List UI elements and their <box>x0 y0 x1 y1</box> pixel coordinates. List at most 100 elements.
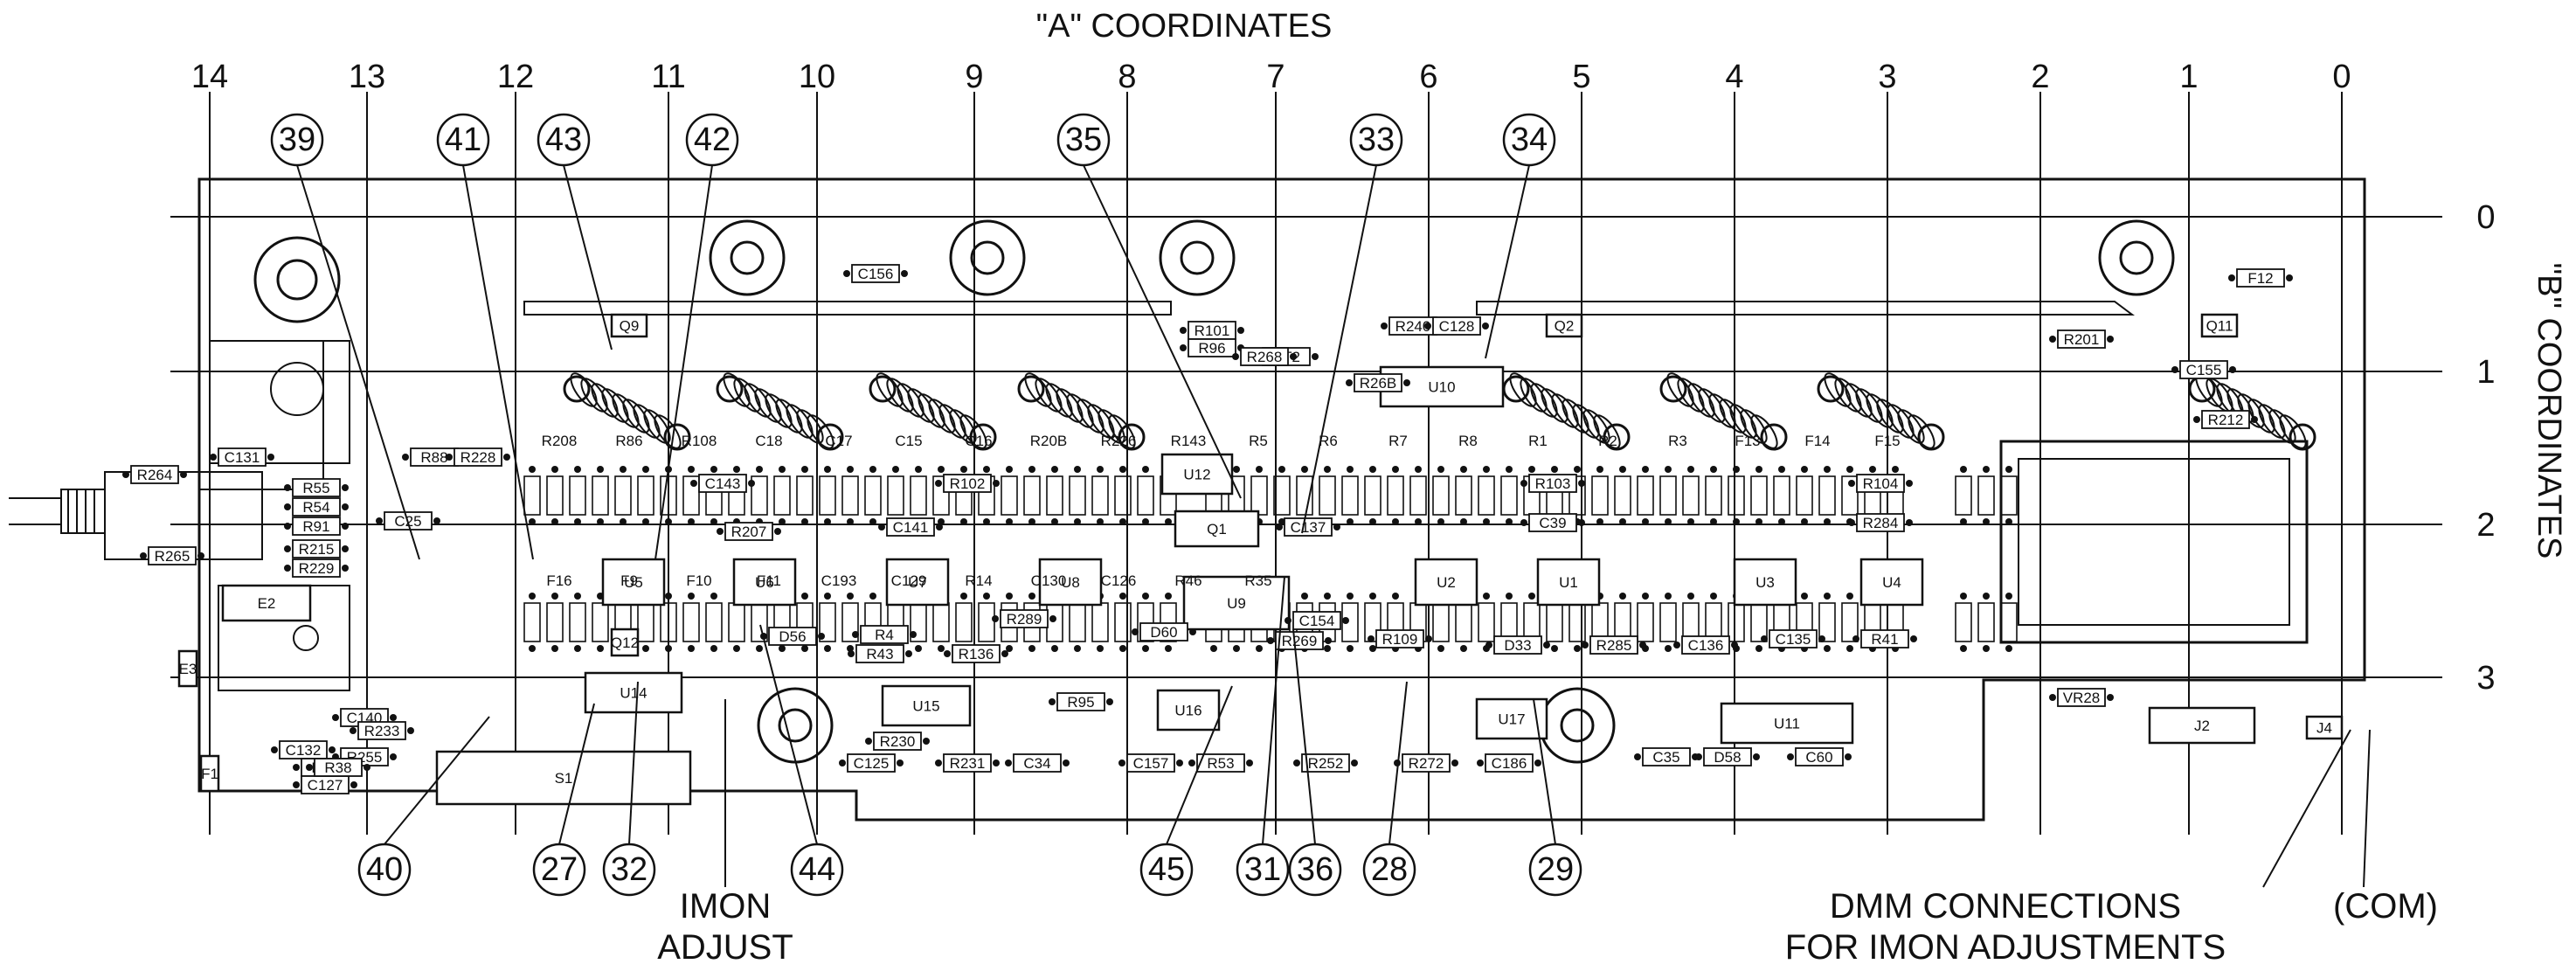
coil-resistor <box>1502 372 1631 451</box>
component-label: C154 <box>1299 613 1335 629</box>
component-label: R88 <box>420 449 447 466</box>
ic-label: U2 <box>1437 574 1456 591</box>
dmm-caption-line1: DMM CONNECTIONS <box>1830 887 2181 926</box>
ic-footprint: J4 <box>2305 715 2344 740</box>
passive-component: R272 <box>1394 753 1458 773</box>
passive-component: C157 <box>1118 753 1183 773</box>
component-label: R272 <box>1409 755 1444 772</box>
svg-text:36: 36 <box>1297 851 1333 888</box>
passive-component: C143 <box>690 474 755 493</box>
passive-component: R240 <box>1381 316 1445 336</box>
component-label: R208 <box>542 433 578 449</box>
callout: 42 <box>654 113 739 560</box>
component-label: R38 <box>324 759 351 776</box>
component-label: R102 <box>950 475 986 492</box>
component-label: R41 <box>1871 631 1898 648</box>
ic-label: E3 <box>179 661 197 677</box>
a-coordinate-label: 0 <box>2332 59 2351 95</box>
svg-text:35: 35 <box>1065 121 1102 158</box>
passive-component: C154 <box>1285 611 1349 630</box>
b-coordinate-label: 3 <box>2476 660 2495 697</box>
passive-component: D60 <box>1132 622 1196 642</box>
component-label: C35 <box>1652 749 1679 766</box>
component-label: D56 <box>779 628 806 645</box>
ic-footprint: U4 <box>1859 558 1924 607</box>
component-label: R143 <box>1171 433 1207 449</box>
imon-adjust-caption-line1: IMON <box>680 887 771 926</box>
svg-text:45: 45 <box>1148 851 1185 888</box>
component-label: C128 <box>1439 318 1475 335</box>
b-coordinate-label: 0 <box>2476 199 2495 236</box>
passive-component: R229 <box>284 558 349 578</box>
ic-footprint: U14 <box>584 671 683 714</box>
component-label: R96 <box>1198 340 1225 357</box>
callout: 33 <box>1301 113 1403 534</box>
component-label: R104 <box>1863 475 1899 492</box>
component-label: R240 <box>1395 318 1431 335</box>
component-label: C193 <box>821 572 857 589</box>
component-label: R226 <box>1101 433 1137 449</box>
component-label: R136 <box>959 646 994 662</box>
passive-component: R285 <box>1582 635 1646 655</box>
svg-text:39: 39 <box>279 121 315 158</box>
component-label: R231 <box>950 755 986 772</box>
passive-component: R103 <box>1520 474 1585 493</box>
callout: 29 <box>1528 698 1582 897</box>
a-coordinate-label: 10 <box>799 59 835 95</box>
a-coordinate-label: 7 <box>1266 59 1285 95</box>
component-label: C186 <box>1492 755 1527 772</box>
component-label: R5 <box>1249 433 1268 449</box>
component-label: R201 <box>2064 331 2100 348</box>
imon-adjust-caption-line2: ADJUST <box>657 928 793 967</box>
component-label: R95 <box>1067 694 1094 711</box>
component-label: C126 <box>1101 572 1137 589</box>
b-coordinate-label: 2 <box>2476 507 2495 544</box>
ic-label: U8 <box>1061 574 1080 591</box>
callout: 35 <box>1056 113 1242 499</box>
ic-label: U9 <box>1227 595 1246 612</box>
component-label: R103 <box>1535 475 1571 492</box>
component-label: C129 <box>891 572 927 589</box>
ic-label: E2 <box>258 595 276 612</box>
callout: 45 <box>1139 685 1233 897</box>
component-label: R55 <box>302 480 329 496</box>
svg-text:41: 41 <box>445 121 481 158</box>
component-label: F13 <box>1735 433 1760 449</box>
passive-component: C128 <box>1424 316 1489 336</box>
component-label: C157 <box>1133 755 1169 772</box>
a-coordinate-label: 4 <box>1725 59 1743 95</box>
ic-footprint: U9 <box>1182 575 1291 631</box>
component-label: R53 <box>1207 755 1234 772</box>
passive-component: R101 <box>1180 321 1244 340</box>
ic-footprint: Q11 <box>2200 313 2239 338</box>
a-coordinate-label: 8 <box>1118 59 1136 95</box>
component-label: R4 <box>875 627 894 643</box>
passive-component: R233 <box>350 721 414 740</box>
coil-resistor <box>563 372 691 451</box>
passive-component: R53 <box>1188 753 1253 773</box>
component-label: C17 <box>825 433 852 449</box>
passive-component: C34 <box>1005 753 1070 773</box>
ic-label: U14 <box>620 685 647 702</box>
b-coordinates-title: "B" COORDINATES <box>2531 263 2567 559</box>
passive-component: R136 <box>944 644 1008 663</box>
passive-component: R88 <box>402 447 467 467</box>
passive-component: C39 <box>1520 513 1585 532</box>
passive-component: R215 <box>284 539 349 558</box>
ic-footprint: J2 <box>2148 706 2256 745</box>
ic-footprint: U8 <box>1038 558 1103 607</box>
component-label: F11 <box>757 572 781 589</box>
component-label: F16 <box>546 572 571 589</box>
a-coordinate-label: 1 <box>2179 59 2198 95</box>
svg-text:29: 29 <box>1537 851 1574 888</box>
ic-label: U12 <box>1183 467 1210 483</box>
passive-component: R26B <box>1346 373 1410 392</box>
ic-footprint: U3 <box>1733 558 1797 607</box>
component-label: R268 <box>1247 349 1283 365</box>
a-coordinate-label: 12 <box>497 59 534 95</box>
component-label: R86 <box>615 433 642 449</box>
component-label: R26B <box>1360 375 1397 392</box>
callout: 41 <box>436 113 534 560</box>
component-label: R43 <box>866 646 893 662</box>
ic-footprint: Q1 <box>1174 510 1260 548</box>
